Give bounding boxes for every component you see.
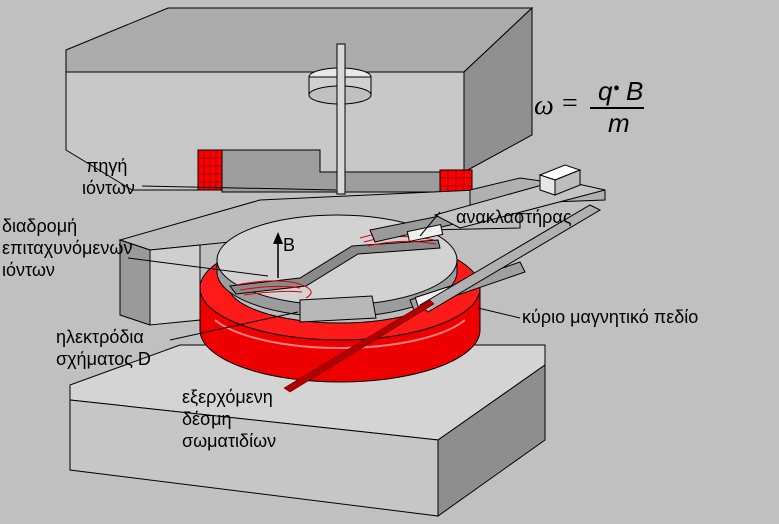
formula-dot: •	[613, 78, 621, 100]
dee-front-plate	[299, 295, 377, 323]
label-dee-electrodes: ηλεκτρόδια σχήματος D	[56, 326, 151, 370]
leader-lines	[127, 185, 521, 341]
formula-q: q	[598, 76, 613, 106]
label-ion-source: πηγή ιόντων	[82, 155, 135, 199]
b-field-arrowhead	[273, 232, 283, 244]
dee-gap	[229, 239, 441, 295]
upper-magnet-top	[65, 7, 534, 73]
label-exit-beam-line-2: δέσμη	[182, 409, 232, 429]
chamber-slab-front	[149, 244, 201, 326]
label-b-field: B	[283, 235, 296, 255]
formula-m: m	[608, 108, 630, 138]
label-reflector: ανακλαστήρας	[456, 207, 572, 227]
label-accelerated-path-line-2: επιταχυνόμενων	[2, 238, 133, 258]
formula-b: B	[626, 76, 644, 106]
formula-equals: =	[562, 88, 578, 119]
label-dee-electrodes-line-1: ηλεκτρόδια	[56, 327, 144, 347]
exit-beam	[283, 299, 435, 393]
label-ion-source-line-1: πηγή	[86, 156, 128, 176]
label-accelerated-path-line-3: ιόντων	[2, 260, 55, 280]
right-arm-lower	[419, 204, 602, 313]
formula-fraction-bar	[590, 107, 644, 109]
label-accelerated-path-line-1: διαδρομή	[2, 216, 78, 236]
cyclotron-frequency-formula: ω = q • B m	[528, 74, 668, 140]
label-accelerated-path: διαδρομή επιταχυνόμενων ιόντων	[2, 215, 132, 281]
label-dee-electrodes-line-2: σχήματος D	[56, 349, 151, 369]
main-coil-highlight	[214, 319, 466, 350]
reflector-element	[406, 223, 444, 243]
label-exit-beam: εξερχόμενη δέσμη σωματιδίων	[182, 386, 276, 452]
formula-omega: ω	[534, 90, 554, 121]
label-exit-beam-line-3: σωματιδίων	[182, 431, 277, 451]
ion-source-rod	[336, 43, 346, 195]
label-ion-source-line-2: ιόντων	[82, 178, 135, 198]
label-main-field: κύριο μαγνητικό πεδίο	[522, 307, 699, 327]
upper-magnet-side	[463, 6, 533, 173]
label-exit-beam-line-1: εξερχόμενη	[182, 387, 273, 407]
accelerator-box-side	[554, 169, 581, 196]
base-block-side	[437, 364, 546, 517]
